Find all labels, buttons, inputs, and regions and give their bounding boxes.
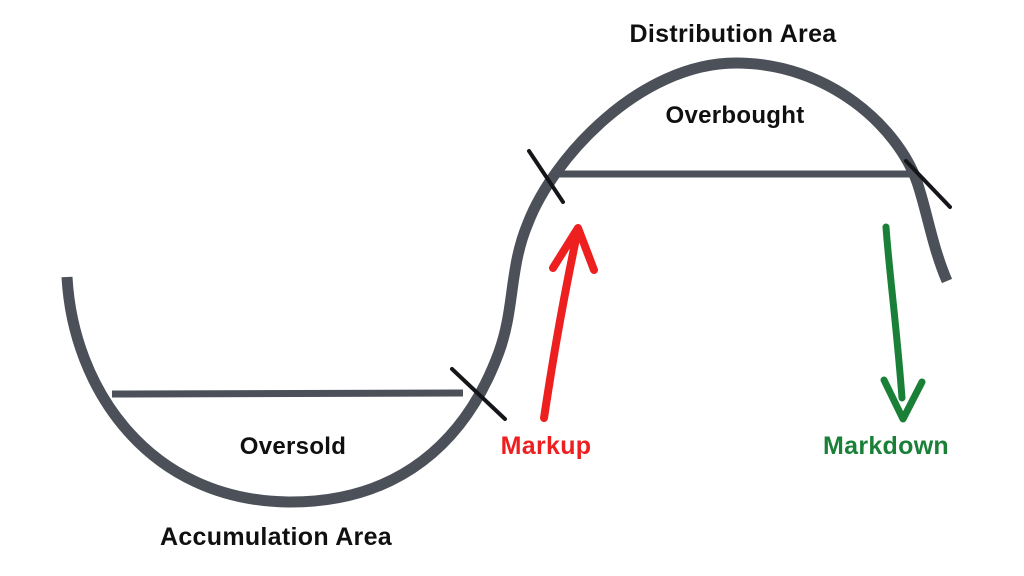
markdown-arrow [882,223,906,402]
markup-label: Markup [500,432,592,460]
markdown-label: Markdown [822,432,950,460]
oversold-label: Oversold [239,433,347,460]
accumulation-range-line [111,389,464,398]
markup-arrow [540,230,581,422]
market-cycle-curve [61,57,953,508]
distribution-area-label: Distribution Area [629,20,837,48]
crest-left-breakout-tick [527,149,565,204]
overbought-label: Overbought [665,102,805,129]
crest-right-breakout-tick [904,159,952,209]
markup-arrow-head-icon [549,224,598,274]
trough-breakout-tick [450,367,507,421]
markdown-arrow-head-icon [880,376,926,423]
accumulation-area-label: Accumulation Area [159,523,393,551]
